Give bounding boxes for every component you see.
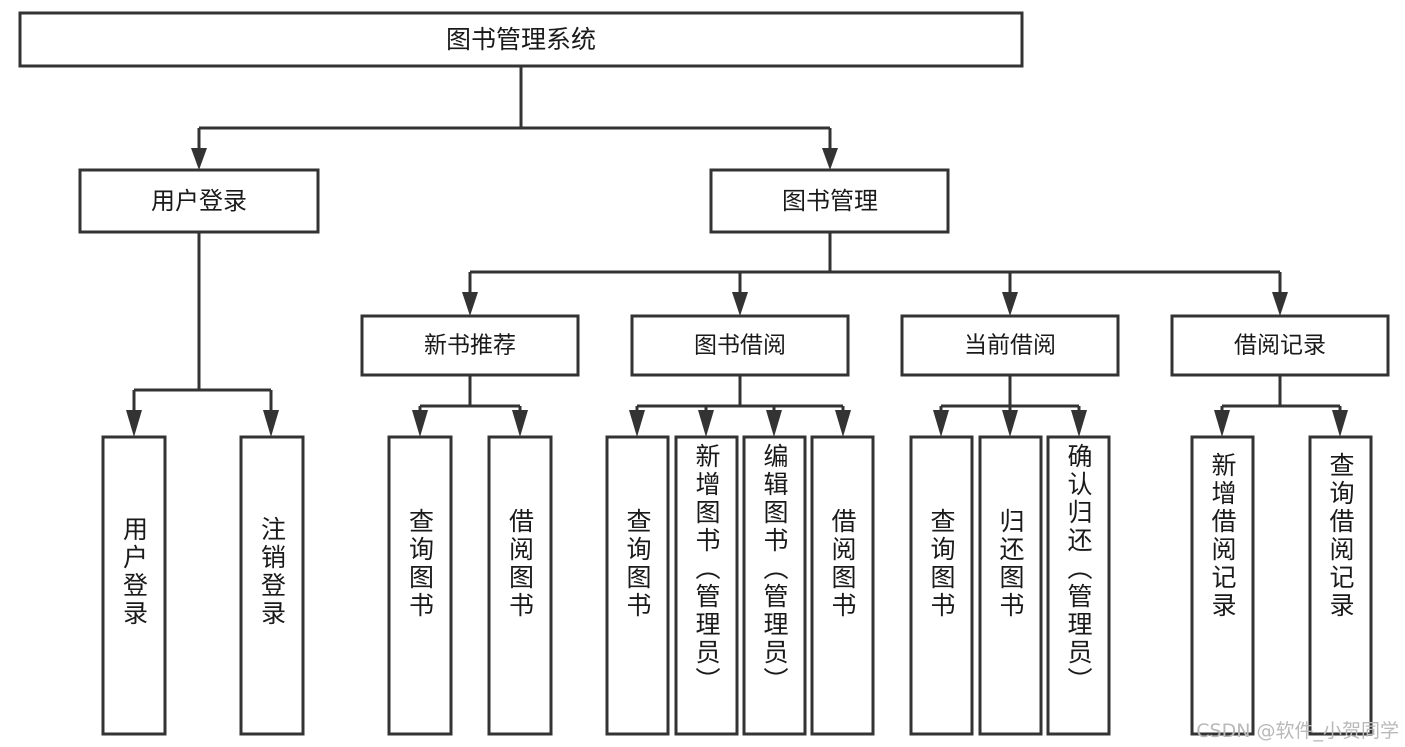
arrow-bb-leaf-3 [766,410,782,437]
node-borrow-record-box[interactable] [1170,314,1390,377]
arrow-root-to-user-login [191,148,207,170]
node-borrow-record-label: 借阅记录 [1234,333,1326,359]
leaf-box-add-book-admin[interactable] [674,435,739,736]
arrow-nbr-leaf-2 [512,410,528,437]
leaf-box-confirm-return-admin[interactable] [1046,435,1111,736]
arrow-bm-to-borrow-record [1272,292,1288,316]
connector-group-book-management [462,232,1288,316]
node-current-borrow[interactable]: 当前借阅 [900,314,1120,377]
arrow-br-leaf-2 [1332,410,1348,437]
node-new-book-recommend-label: 新书推荐 [424,333,516,359]
connector-group-root [191,66,838,170]
arrow-bm-to-book-borrow [732,292,748,316]
connector-group-current-borrow [933,375,1087,437]
leaf-box-query-book-3[interactable] [909,435,974,736]
arrow-bb-leaf-1 [629,410,645,437]
arrow-bm-to-current-borrow [1002,292,1018,316]
connector-group-book-borrow [629,375,851,437]
leaf-box-add-borrow-record[interactable] [1190,435,1255,736]
node-book-borrow[interactable]: 图书借阅 [630,314,850,377]
node-borrow-record[interactable]: 借阅记录 [1170,314,1390,377]
arrow-cb-leaf-2 [1002,410,1018,437]
arrow-br-leaf-1 [1214,410,1230,437]
node-new-book-recommend[interactable]: 新书推荐 [360,314,580,377]
arrow-user-login-leaf-2 [263,410,279,437]
connector-group-user-login [126,232,279,437]
node-current-borrow-box[interactable] [900,314,1120,377]
node-root-box[interactable] [18,11,1024,68]
node-book-management-label: 图书管理 [782,187,878,215]
node-current-borrow-label: 当前借阅 [964,333,1056,359]
leaf-box-logout-login[interactable] [239,435,305,736]
node-user-login-label: 用户登录 [151,187,247,215]
leaf-box-edit-book-admin[interactable] [742,435,807,736]
leaf-box-borrow-book-2[interactable] [810,435,875,736]
arrow-root-to-book-management [822,148,838,170]
leaf-box-query-borrow-record[interactable] [1308,435,1373,736]
node-new-book-recommend-box[interactable] [360,314,580,377]
node-root[interactable]: 图书管理系统 [18,11,1024,68]
connector-group-borrow-record [1214,375,1348,437]
leaf-box-user-login[interactable] [101,435,167,736]
arrow-bb-leaf-4 [835,410,851,437]
leaf-box-borrow-book-1[interactable] [487,435,553,736]
leaf-box-query-book-1[interactable] [387,435,453,736]
node-root-label: 图书管理系统 [446,25,596,54]
arrow-cb-leaf-3 [1071,410,1087,437]
arrow-user-login-leaf-1 [126,410,142,437]
node-book-borrow-box[interactable] [630,314,850,377]
node-book-borrow-label: 图书借阅 [694,333,786,359]
leaf-boxes [101,435,1373,736]
node-book-management[interactable]: 图书管理 [709,168,950,234]
leaf-box-query-book-2[interactable] [605,435,670,736]
node-user-login-box[interactable] [78,168,320,234]
arrow-nbr-leaf-1 [412,410,428,437]
node-book-management-box[interactable] [709,168,950,234]
arrow-bb-leaf-2 [698,410,714,437]
arrow-cb-leaf-1 [933,410,949,437]
connector-group-new-book-recommend [412,375,528,437]
node-user-login[interactable]: 用户登录 [78,168,320,234]
leaf-box-return-book[interactable] [978,435,1043,736]
arrow-bm-to-new-book-recommend [462,292,478,316]
